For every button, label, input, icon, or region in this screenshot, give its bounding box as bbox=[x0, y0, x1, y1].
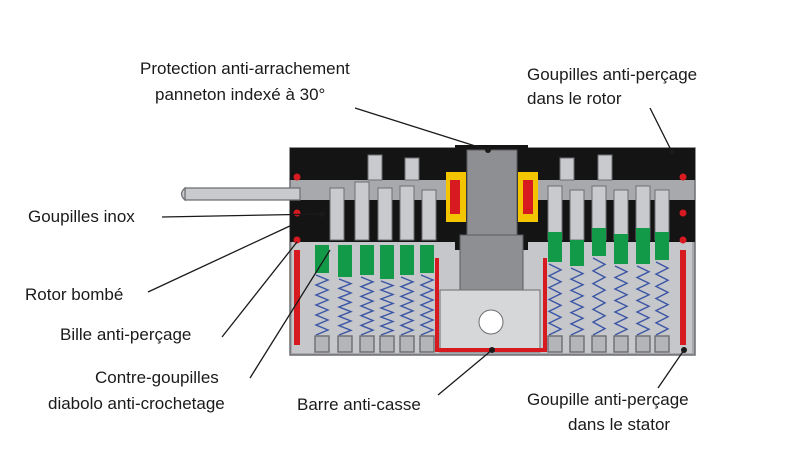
cam bbox=[466, 149, 518, 236]
spring bbox=[591, 257, 607, 336]
leader-lines bbox=[147, 107, 685, 396]
spring bbox=[379, 280, 395, 336]
label-rotor-pins-line2: dans le rotor bbox=[527, 89, 622, 108]
right-counter-pins bbox=[548, 228, 669, 266]
pin-chamber-base bbox=[359, 335, 375, 353]
pin-chamber-base bbox=[591, 335, 607, 353]
left-upper-pins bbox=[329, 154, 437, 241]
top-end-left bbox=[292, 148, 310, 180]
label-stator-pin-line1: Goupille anti-perçage bbox=[527, 390, 689, 409]
pin-chamber-base bbox=[635, 335, 651, 353]
spring bbox=[359, 276, 375, 336]
label-goupilles-inox: Goupilles inox bbox=[28, 207, 135, 226]
spring bbox=[419, 274, 435, 336]
key-blade-tip bbox=[180, 186, 186, 202]
spring bbox=[547, 263, 563, 336]
spring bbox=[613, 265, 629, 336]
pin-chamber-base bbox=[613, 335, 629, 353]
rotor-end-right bbox=[675, 200, 691, 242]
center-hole bbox=[478, 309, 504, 335]
label-protection-line1: Protection anti-arrachement bbox=[140, 59, 350, 78]
leader-dots bbox=[319, 147, 687, 353]
spring bbox=[314, 274, 330, 336]
red-bar-right bbox=[680, 250, 686, 345]
cam-lower bbox=[459, 234, 524, 291]
pin-chamber-base bbox=[379, 335, 395, 353]
yellow-left-inner bbox=[450, 180, 460, 214]
spring bbox=[654, 261, 670, 336]
spring bbox=[635, 265, 651, 336]
label-barre: Barre anti-casse bbox=[297, 395, 421, 414]
pin-chamber-base bbox=[569, 335, 585, 353]
label-stator-pin-line2: dans le stator bbox=[568, 415, 671, 434]
red-bar-left bbox=[294, 250, 300, 345]
pin-chamber-base bbox=[337, 335, 353, 353]
top-end-right bbox=[675, 148, 691, 180]
pin-chamber-base bbox=[547, 335, 563, 353]
right-upper-pins bbox=[547, 154, 670, 241]
pin-chamber-base bbox=[419, 335, 435, 353]
label-contre-line1: Contre-goupilles bbox=[95, 368, 219, 387]
spring bbox=[399, 276, 415, 336]
label-rotor-pins-line1: Goupilles anti-perçage bbox=[527, 65, 698, 84]
pin-chamber-base bbox=[399, 335, 415, 353]
label-protection-line2: panneton indexé à 30° bbox=[155, 85, 326, 104]
yellow-right-inner bbox=[523, 180, 533, 214]
spring bbox=[337, 278, 353, 336]
label-rotor-bombe: Rotor bombé bbox=[25, 285, 124, 304]
pin-chamber-base bbox=[654, 335, 670, 353]
label-contre-line2: diabolo anti-crochetage bbox=[48, 394, 225, 413]
label-bille: Bille anti-perçage bbox=[60, 325, 192, 344]
key-blade bbox=[184, 187, 301, 201]
left-counter-pins bbox=[315, 245, 434, 279]
spring bbox=[569, 267, 585, 336]
pin-chamber-base bbox=[314, 335, 330, 353]
springs bbox=[314, 257, 670, 353]
